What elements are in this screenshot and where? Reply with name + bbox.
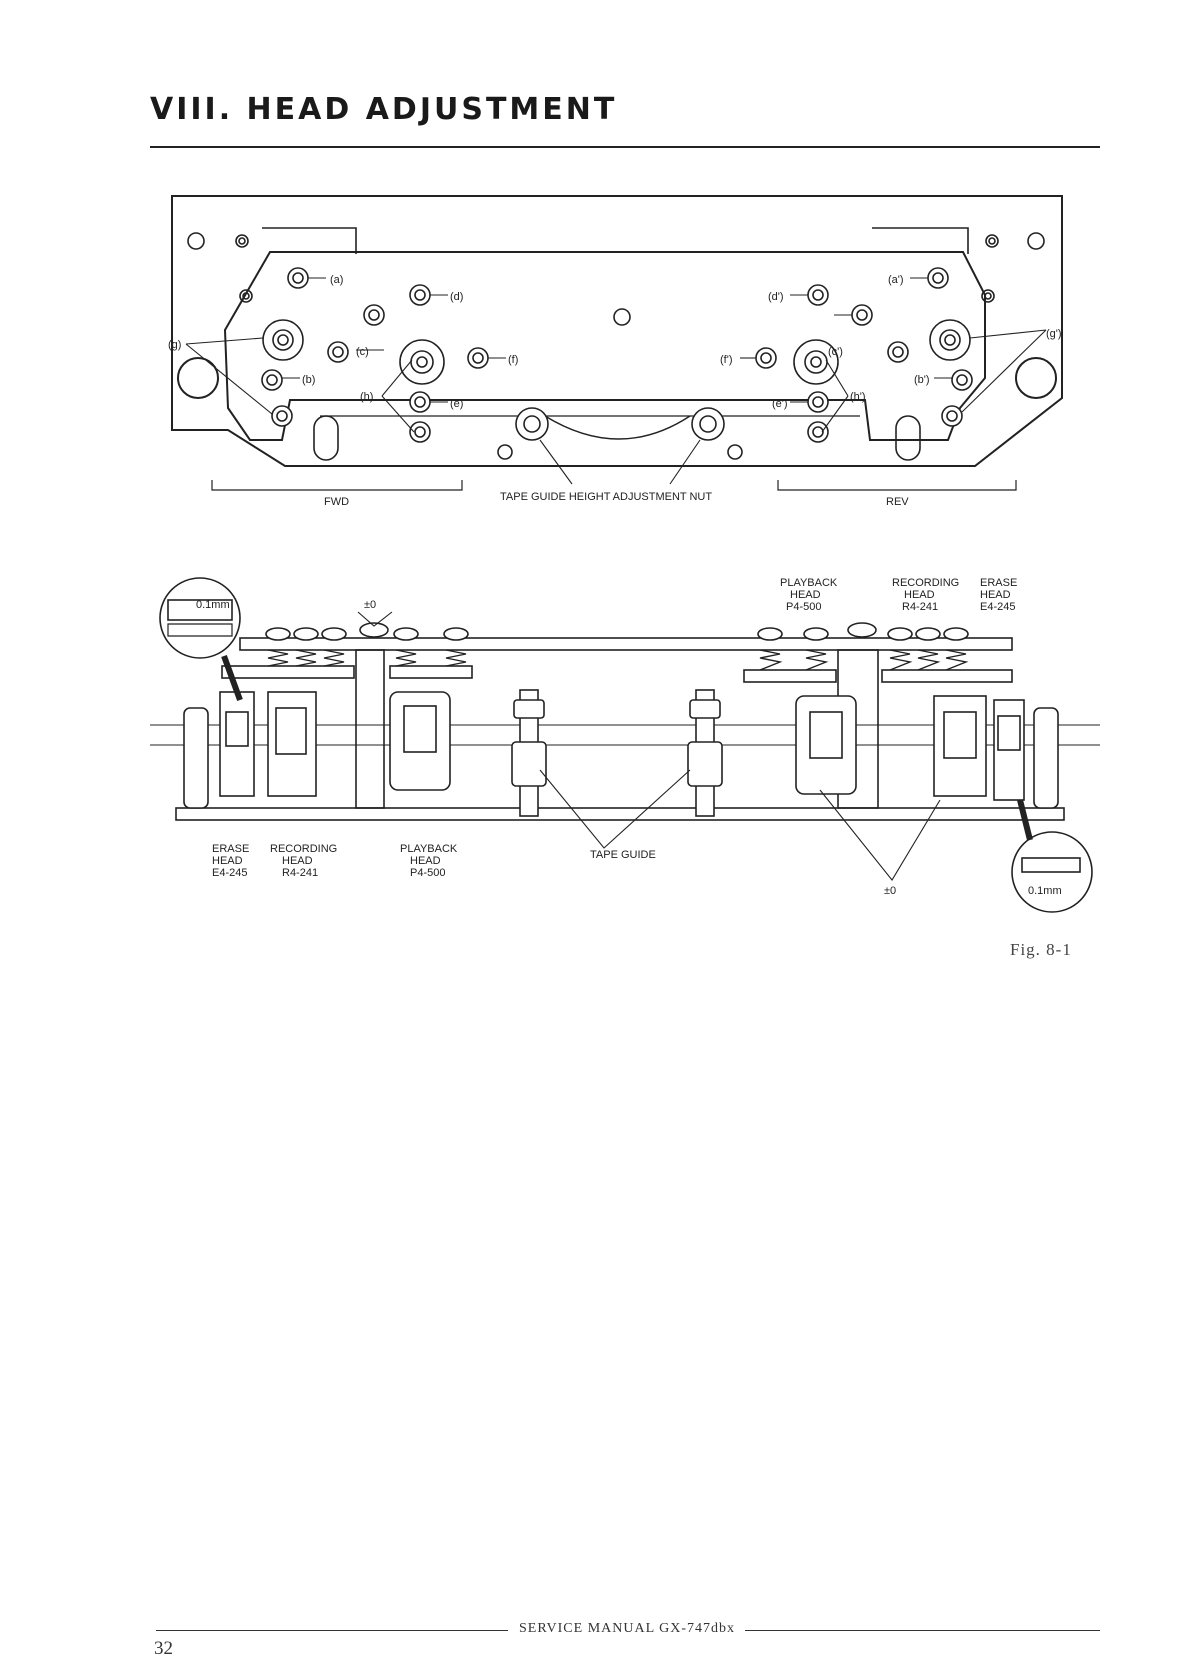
right-head-1-line-2: HEAD	[790, 589, 821, 601]
pm-bottom-label: ±0	[884, 885, 896, 897]
left-head-2-line-2: HEAD	[282, 855, 313, 867]
left-head-1-line-2: HEAD	[212, 855, 243, 867]
left-head-3-line-2: HEAD	[410, 855, 441, 867]
label-c: (c)	[356, 346, 369, 358]
left-head-2-line-1: RECORDING	[270, 843, 337, 855]
label-h-prime: (h')	[850, 391, 866, 403]
figure-caption: Fig. 8-1	[1010, 940, 1072, 959]
label-g-prime: (g')	[1046, 328, 1062, 340]
screw-set	[261, 267, 973, 443]
left-head-2-line-3: R4-241	[282, 867, 318, 879]
footer-text: SERVICE MANUAL GX-747dbx	[518, 1621, 736, 1636]
page-title: VIII. HEAD ADJUSTMENT	[150, 92, 618, 127]
label-f-prime: (f')	[720, 354, 732, 366]
right-head-1-line-3: P4-500	[786, 601, 821, 613]
title-rule	[150, 146, 1100, 148]
label-d: (d)	[450, 291, 463, 303]
left-head-3-line-1: PLAYBACK	[400, 843, 458, 855]
right-head-2-line-3: R4-241	[902, 601, 938, 613]
head-assembly-side-view: 0.1mm 0.1mm ±0 ±0 TAPE GUIDE ERASE HEAD …	[150, 577, 1100, 913]
footer-rule-right	[745, 1630, 1100, 1631]
left-head-3-line-3: P4-500	[410, 867, 445, 879]
label-a: (a)	[330, 274, 343, 286]
left-head-1-line-3: E4-245	[212, 867, 247, 879]
gap-right-label: 0.1mm	[1028, 885, 1062, 897]
label-e: (e)	[450, 398, 463, 410]
right-head-3-line-2: HEAD	[980, 589, 1011, 601]
gap-left-label: 0.1mm	[196, 599, 230, 611]
label-b: (b)	[302, 374, 315, 386]
left-head-1-line-1: ERASE	[212, 843, 249, 855]
label-d-prime: (d')	[768, 291, 784, 303]
label-e-prime: (e')	[772, 398, 788, 410]
label-h: (h)	[360, 391, 373, 403]
tape-guide-label: TAPE GUIDE	[590, 849, 656, 861]
page-number: 32	[154, 1638, 173, 1659]
fwd-label: FWD	[324, 496, 349, 508]
rev-label: REV	[886, 496, 909, 508]
head-plate-top-view: (a) (d) (c) (b) (f) (e) (g) (h) (a') (d'…	[168, 195, 1063, 508]
right-head-2-line-1: RECORDING	[892, 577, 959, 589]
right-head-3-line-3: E4-245	[980, 601, 1015, 613]
right-head-1-line-1: PLAYBACK	[780, 577, 838, 589]
right-head-3-line-1: ERASE	[980, 577, 1017, 589]
right-head-2-line-2: HEAD	[904, 589, 935, 601]
label-b-prime: (b')	[914, 374, 930, 386]
footer-rule-left	[156, 1630, 508, 1631]
label-c-prime: (c')	[828, 346, 843, 358]
nut-label: TAPE GUIDE HEIGHT ADJUSTMENT NUT	[500, 491, 712, 503]
pm-top-label: ±0	[364, 599, 376, 611]
label-f: (f)	[508, 354, 518, 366]
label-a-prime: (a')	[888, 274, 904, 286]
label-g: (g)	[168, 339, 181, 351]
